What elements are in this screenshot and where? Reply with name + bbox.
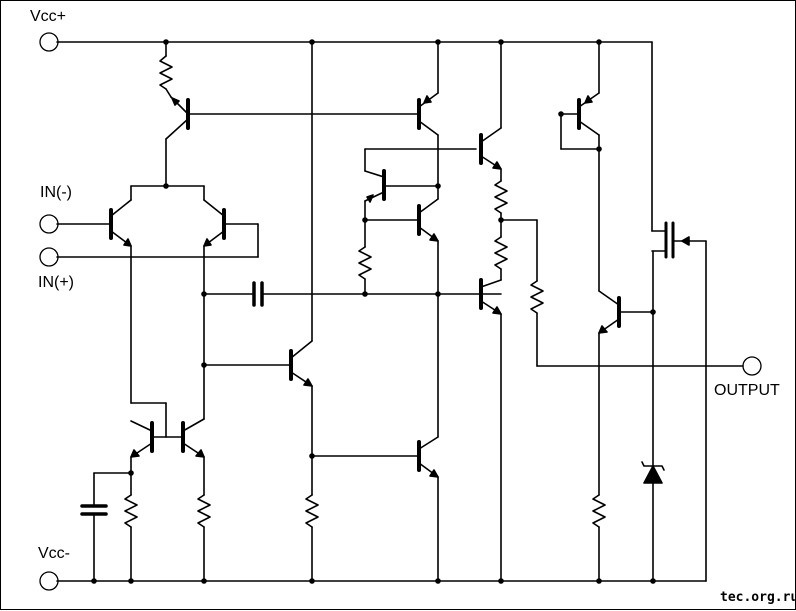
pnp-current-source-middle xyxy=(417,41,439,187)
vcc-minus-label: Vcc- xyxy=(38,545,70,562)
junction-dots xyxy=(91,39,656,584)
vcc-minus-rail xyxy=(56,240,707,582)
bias-capacitor xyxy=(80,472,132,582)
second-stage-npn xyxy=(203,41,420,582)
in-plus-terminal xyxy=(39,247,59,267)
bias-tap-npn xyxy=(479,278,502,582)
vcc-plus-rail xyxy=(56,41,653,232)
vcc-plus-label: Vcc+ xyxy=(30,8,67,25)
output-terminal xyxy=(742,356,762,376)
input-differential-pair xyxy=(56,185,259,420)
output-label: OUTPUT xyxy=(714,382,780,399)
pull-down-npn xyxy=(417,293,439,582)
output-mosfet xyxy=(651,221,707,582)
output-pnp xyxy=(560,41,600,292)
in-minus-terminal xyxy=(39,214,59,234)
in-minus-label: IN(-) xyxy=(40,184,72,201)
watermark: tec.org.ru xyxy=(720,590,796,605)
output-driver-npn xyxy=(479,41,744,367)
bottom-current-mirror xyxy=(124,402,211,582)
zener-diode xyxy=(641,461,665,484)
vcc-minus-terminal xyxy=(39,571,59,591)
miller-capacitor xyxy=(203,281,502,307)
bias-network xyxy=(358,148,477,295)
in-plus-label: IN(+) xyxy=(38,274,74,291)
terminals xyxy=(39,32,762,591)
pnp-current-source-left xyxy=(159,41,420,187)
right-npn xyxy=(592,290,654,582)
vcc-plus-terminal xyxy=(39,32,59,52)
